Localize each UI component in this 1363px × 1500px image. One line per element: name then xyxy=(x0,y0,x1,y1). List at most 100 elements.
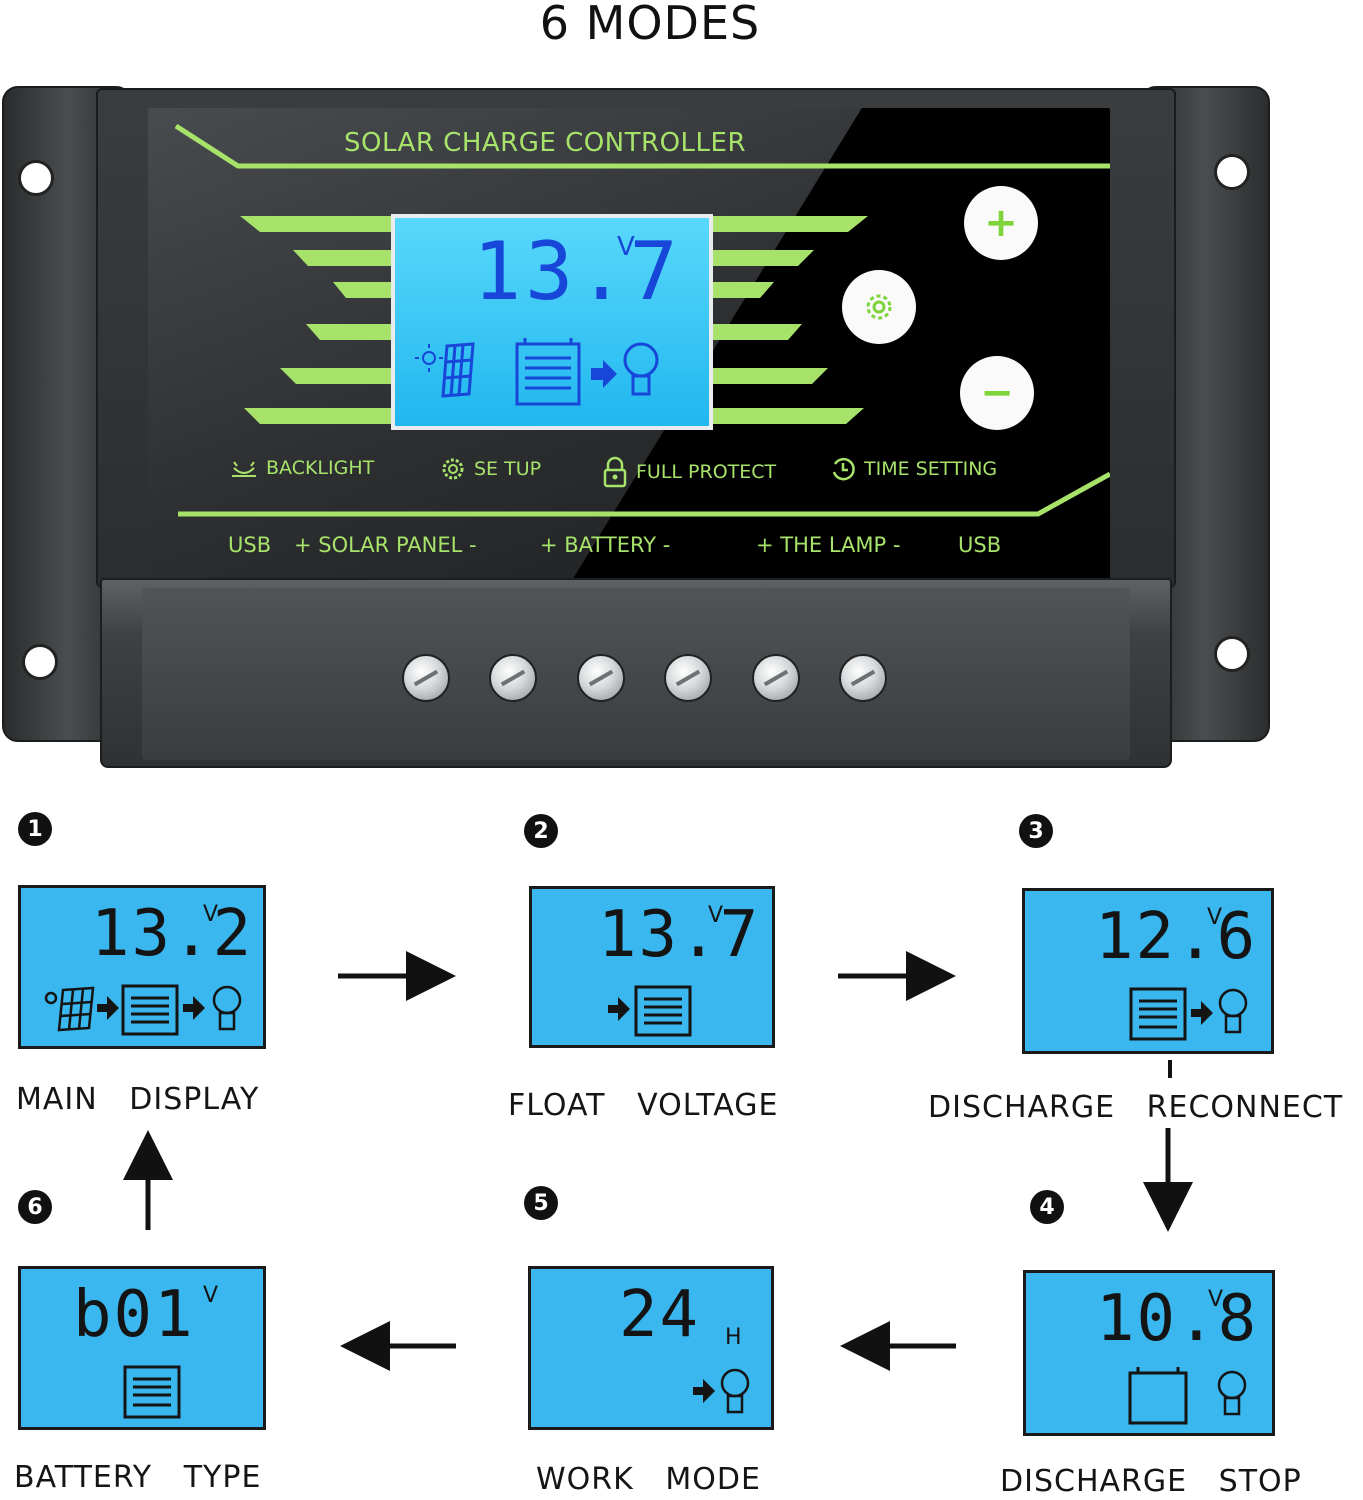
lcd-value: b01 xyxy=(73,1278,195,1352)
front-panel: SOLAR CHARGE CONTROLLER 13.7 V xyxy=(148,108,1110,580)
mounting-hole xyxy=(1214,636,1250,672)
mounting-hole xyxy=(22,644,58,680)
port-label-lamp: + THE LAMP - xyxy=(756,533,901,557)
port-label-battery: + BATTERY - xyxy=(540,533,671,557)
port-label-usb-left: USB xyxy=(228,533,272,557)
mode-5-lcd: 24 H xyxy=(528,1266,774,1430)
sun-icon xyxy=(415,344,443,372)
terminal-screw xyxy=(664,654,712,702)
settings-button[interactable] xyxy=(842,270,916,344)
arrow-icon xyxy=(97,996,119,1020)
mode-1-lcd: 13.2 V xyxy=(18,885,266,1049)
lamp-icon xyxy=(623,342,659,396)
main-lcd-screen: 13.7 V xyxy=(391,214,713,430)
lamp-icon xyxy=(212,985,242,1031)
lcd-value: 10.8 xyxy=(1096,1282,1259,1356)
charge-controller-device: SOLAR CHARGE CONTROLLER 13.7 V xyxy=(0,80,1272,770)
lcd-unit: V xyxy=(203,1283,219,1308)
feature-label: SE TUP xyxy=(474,458,542,480)
feature-setup: SE TUP xyxy=(440,456,541,482)
mode-4-label: DISCHARGE STOP xyxy=(1000,1464,1302,1499)
terminal-screw xyxy=(577,654,625,702)
mode-1-label: MAIN DISPLAY xyxy=(16,1082,260,1117)
lcd-unit: V xyxy=(708,903,724,928)
lcd-status-icons xyxy=(693,1368,750,1414)
arrow-icon xyxy=(608,997,630,1021)
sun-icon xyxy=(44,991,58,1005)
battery-icon xyxy=(515,338,581,406)
lamp-icon xyxy=(1218,988,1248,1034)
feature-backlight: BACKLIGHT xyxy=(230,456,374,480)
mode-4-lcd: 10.8 V xyxy=(1023,1270,1275,1436)
mode-number-2: 2 xyxy=(524,814,558,848)
terminal-screw xyxy=(752,654,800,702)
battery-icon xyxy=(634,985,692,1037)
lcd-value: 12.6 xyxy=(1095,900,1258,974)
arrow-icon xyxy=(693,1379,715,1403)
lcd-voltage-reading: 13.7 xyxy=(473,225,682,318)
arrow-icon xyxy=(183,996,205,1020)
arrow-icon xyxy=(1191,1001,1213,1025)
lcd-status-icons xyxy=(608,985,692,1037)
mode-3-label: DISCHARGE RECONNECT xyxy=(928,1090,1344,1125)
battery-icon xyxy=(121,984,179,1036)
feature-full-protect: FULL PROTECT xyxy=(602,456,776,488)
lcd-status-icons xyxy=(1128,1367,1247,1425)
mode-number-1: 1 xyxy=(18,812,52,846)
mounting-hole xyxy=(18,160,54,196)
terminal-block-housing xyxy=(100,578,1172,768)
mode-3-lcd: 12.6 V xyxy=(1022,888,1274,1054)
lcd-status-icons xyxy=(415,338,659,406)
gear-icon xyxy=(442,458,464,480)
mode-number-4: 4 xyxy=(1030,1190,1064,1224)
mode-number-6: 6 xyxy=(18,1190,52,1224)
lcd-unit: V xyxy=(1207,905,1223,930)
lcd-unit: V xyxy=(203,902,219,927)
battery-icon xyxy=(123,1365,181,1419)
mode-5-label: WORK MODE xyxy=(536,1462,761,1497)
terminal-screw xyxy=(839,654,887,702)
mode-number-5: 5 xyxy=(524,1186,558,1220)
gear-icon xyxy=(866,294,892,320)
lock-icon xyxy=(603,456,627,488)
mode-6-label: BATTERY TYPE xyxy=(14,1460,262,1495)
lcd-status-icons xyxy=(44,984,242,1036)
solar-panel-icon xyxy=(57,986,95,1032)
terminal-screw xyxy=(402,654,450,702)
feature-label: FULL PROTECT xyxy=(636,461,777,483)
lcd-unit: V xyxy=(617,232,635,262)
feature-time-setting: TIME SETTING xyxy=(830,456,997,482)
panel-title: SOLAR CHARGE CONTROLLER xyxy=(344,128,747,158)
port-label-usb-right: USB xyxy=(958,533,1002,557)
panel-decoration xyxy=(174,123,1110,517)
battery-icon xyxy=(1129,987,1187,1041)
lamp-icon xyxy=(720,1368,750,1414)
solar-panel-icon xyxy=(441,342,475,398)
feature-label: TIME SETTING xyxy=(864,458,998,480)
backlight-icon xyxy=(232,461,256,477)
terminal-block-face xyxy=(142,588,1130,760)
feature-label: BACKLIGHT xyxy=(266,457,375,479)
lamp-icon xyxy=(1217,1370,1247,1416)
lcd-value: 24 xyxy=(619,1278,701,1352)
clock-icon xyxy=(832,457,855,481)
port-label-solar-panel: + SOLAR PANEL - xyxy=(294,533,477,557)
lcd-value: 13.2 xyxy=(91,897,254,971)
mounting-hole xyxy=(1214,154,1250,190)
mode-2-label: FLOAT VOLTAGE xyxy=(508,1088,779,1123)
lcd-value: 13.7 xyxy=(598,898,761,972)
lcd-status-icons xyxy=(123,1365,181,1419)
plus-button[interactable]: + xyxy=(964,186,1038,260)
arrow-icon xyxy=(591,360,617,388)
mode-number-3: 3 xyxy=(1019,814,1053,848)
mode-2-lcd: 13.7 V xyxy=(529,886,775,1048)
lcd-status-icons xyxy=(1129,987,1248,1041)
lcd-unit: V xyxy=(1208,1287,1224,1312)
minus-button[interactable]: − xyxy=(960,356,1034,430)
page-title: 6 MODES xyxy=(539,0,761,50)
mode-6-lcd: b01 V xyxy=(18,1266,266,1430)
battery-empty-icon xyxy=(1128,1367,1188,1425)
lcd-unit: H xyxy=(725,1325,742,1350)
terminal-screw xyxy=(489,654,537,702)
